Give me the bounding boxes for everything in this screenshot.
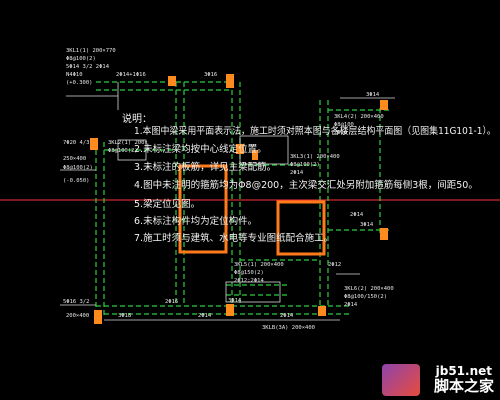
notes-item: 2.未标注梁均按中心线定位置。 (134, 144, 267, 155)
annotation-bottom-left-dim: 5Φ16 3/2 (63, 299, 90, 305)
detail-box-b (117, 139, 147, 161)
annotation-top-dim-left: 2Φ14+1Φ16 (116, 72, 146, 78)
annotation-kl5-1: Φ8@150(2) (234, 270, 264, 276)
column-marker (94, 310, 102, 324)
notes-item: 7.施工时须与建筑、水电等专业图纸配合施工。 (134, 233, 334, 244)
annotation-kl2-left-3: (-0.050) (63, 178, 90, 184)
annotation-kl4-1: Φ8@100 (334, 122, 354, 128)
column-marker (380, 100, 388, 110)
annotation-bottom-label: 3KLB(3A) 200×400 (262, 325, 315, 331)
notes-item: 5.梁定位见图。 (134, 199, 201, 210)
annotation-bottom-dim-3: 2Φ14 (280, 313, 294, 319)
column-frame-left (178, 164, 228, 254)
column-marker (318, 306, 326, 316)
annotation-kl6-2: 2Φ14 (344, 302, 358, 308)
annotation-kl4-0: 3KL4(2) 200×400 (334, 114, 384, 120)
annotation-top-right-dim: 3Φ14 (366, 92, 380, 98)
annotation-kl2-left-0: 7Φ20 4/3 (63, 140, 90, 146)
annotation-bottom-left-sec: 200×400 (66, 313, 90, 319)
annotation-kl2-inner-0: 3KL2(1) 200× (108, 140, 148, 146)
beam-lines (95, 81, 390, 316)
annotation-kl3-0: 3KL3(1) 200×400 (290, 154, 340, 160)
annotation-kl1-4: (+0.300) (66, 80, 93, 86)
column-markers (90, 74, 388, 324)
annotation-bottom-dim-2: 2Φ14 (198, 313, 212, 319)
annotation-kl6-0: 3KL6(2) 200×400 (344, 286, 394, 292)
orange-frames (178, 164, 326, 256)
annotation-kl1-3: N4Φ10 (66, 72, 83, 78)
notes-item: 1.本图中梁采用平面表示法，施工时须对照本图与各楼层结构平面图（见图集11G10… (134, 126, 496, 137)
notes-item: 6.未标注构件均为定位构件。 (134, 216, 258, 227)
annotation-kl4-2: 2Φ14 (334, 130, 348, 136)
annotation-kl2-left-1: 250×400 (63, 156, 87, 162)
annotation-kl1-1: Φ8@100(2) (66, 56, 96, 62)
annotation-right-lower: 3Φ14 (360, 222, 374, 228)
annotation-kl3-1: Φ8@100(2) (290, 162, 320, 168)
column-marker (168, 76, 176, 86)
annotation-right-mid: 2Φ14 (350, 212, 364, 218)
column-marker (226, 304, 234, 316)
annotation-kl3-2: 2Φ14 (290, 170, 304, 176)
annotation-bottom-dim-1: 2Φ16 (165, 299, 179, 305)
annotation-kl1-2: 5Φ14 3/2 2Φ14 (66, 64, 110, 70)
watermark-logo-icon (382, 364, 420, 396)
column-marker (90, 138, 98, 150)
watermark-site: jb51.net (435, 364, 492, 378)
annotation-kl6-1: Φ8@100/150(2) (344, 294, 388, 300)
column-marker (236, 144, 244, 154)
annotation-kl5-2: 2Φ12;2Φ14 (234, 278, 264, 284)
annotation-bottom-dim-0: 3Φ18 (118, 313, 132, 319)
annotation-kl1-0: 3KL1(1) 200×770 (66, 48, 116, 54)
annotation-top-dim-right: 3Φ16 (204, 72, 218, 78)
annotation-mid-right-dim: 2Φ12 (328, 262, 342, 268)
notes-title: 说明： (122, 114, 152, 125)
annotation-kl5-0: 3KL5(1) 200×400 (234, 262, 284, 268)
column-marker (252, 150, 258, 160)
watermark-brand: 脚本之家 (433, 377, 494, 395)
annotation-bottom-dim-4: 3Φ14 (228, 298, 242, 304)
notes-item: 4.图中未注明的箍筋均为Φ8@200，主次梁交汇处另附加箍筋每侧3根，间距50。 (134, 180, 478, 191)
annotation-kl2-inner-1: Φ8@100(2) (108, 148, 138, 154)
annotation-kl2-left-2: Φ8@100(2) (63, 165, 93, 171)
column-frame-right (276, 200, 326, 256)
column-marker (226, 74, 234, 88)
column-marker (380, 228, 388, 240)
notes-item: 3.未标注的板筋，详见主梁配筋。 (134, 162, 277, 173)
detail-box-c (225, 281, 281, 303)
